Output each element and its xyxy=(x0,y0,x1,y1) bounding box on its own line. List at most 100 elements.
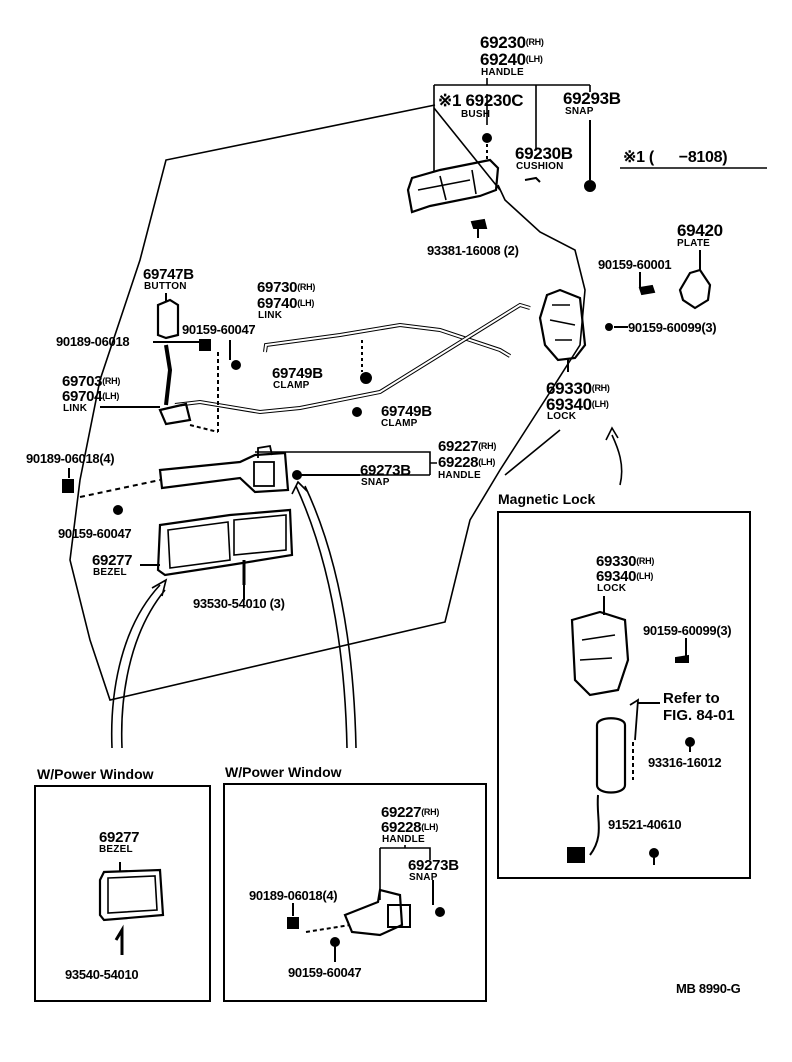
inner-handle-shape xyxy=(158,451,290,494)
side-suffix: (LH) xyxy=(102,391,120,401)
side-suffix: (RH) xyxy=(478,441,497,451)
plate-shape xyxy=(678,268,712,310)
side-suffix: (LH) xyxy=(297,298,315,308)
label-clip-button: 90189-06018 xyxy=(56,334,130,349)
label-screw-lock: 90159-60099(3) xyxy=(628,320,717,335)
power-window-box-1 xyxy=(34,785,211,1002)
name-link-lower: LINK xyxy=(63,403,88,414)
magnetic-lock-box xyxy=(497,511,751,879)
part-number: 69340 xyxy=(546,395,592,414)
label-screw-bezel: 93530-54010 (3) xyxy=(193,596,285,611)
name-clamp-2: CLAMP xyxy=(381,418,418,429)
name-clamp-1: CLAMP xyxy=(273,380,310,391)
side-suffix: (LH) xyxy=(421,822,439,832)
part-number: 69230 xyxy=(480,33,526,52)
handle-bracket xyxy=(433,78,591,172)
arrow-bezel xyxy=(110,578,168,749)
outer-handle-shape xyxy=(406,158,500,214)
power-window-title-2: W/Power Window xyxy=(225,764,342,780)
diagram-code: MB 8990-G xyxy=(676,981,741,996)
label-link-lower-rh: 69703(RH) xyxy=(62,374,120,389)
label-pw2-screw: 90159-60047 xyxy=(288,965,362,980)
label-inner-handle-rh: 69227(RH) xyxy=(438,439,496,454)
label-clamp-2: 69749B xyxy=(381,403,432,420)
name-pw2-handle: HANDLE xyxy=(382,834,425,845)
power-window-box-2 xyxy=(223,783,487,1002)
side-suffix: (RH) xyxy=(591,383,610,393)
label-mag-lock-rh: 69330(RH) xyxy=(596,554,654,569)
name-snap-inner: SNAP xyxy=(361,477,390,488)
note-applicability: ※1 ( −8108) xyxy=(623,149,728,166)
label-clamp-1: 69749B xyxy=(272,365,323,382)
side-suffix: (RH) xyxy=(525,37,544,47)
part-number: 69703 xyxy=(62,373,103,390)
magnetic-lock-title: Magnetic Lock xyxy=(498,491,596,507)
name-snap-top: SNAP xyxy=(565,106,594,117)
name-link-upper: LINK xyxy=(258,310,283,321)
name-mag-lock: LOCK xyxy=(597,583,627,594)
side-suffix: (LH) xyxy=(636,571,654,581)
name-inner-handle: HANDLE xyxy=(438,470,481,481)
name-bezel: BEZEL xyxy=(93,567,127,578)
label-mag-screw-3: 91521-40610 xyxy=(608,817,682,832)
name-pw1-bezel: BEZEL xyxy=(99,844,133,855)
part-number: 69227 xyxy=(381,804,422,821)
arrow-handle xyxy=(291,480,357,749)
label-link-lower-lh: 69704(LH) xyxy=(62,389,119,404)
lock-shape xyxy=(538,288,587,362)
label-snap-inner: 69273B xyxy=(360,462,411,479)
label-outer-handle-lh: 69240(LH) xyxy=(480,51,543,68)
label-pw2-handle-rh: 69227(RH) xyxy=(381,805,439,820)
refer-line-2: FIG. 84-01 xyxy=(663,707,735,724)
label-link-upper-rh: 69730(RH) xyxy=(257,280,315,295)
label-mag-lock-lh: 69340(LH) xyxy=(596,569,653,584)
part-number: 69240 xyxy=(480,50,526,69)
label-snap-top: 69293B xyxy=(563,89,621,108)
label-screw-button: 90159-60047 xyxy=(182,322,256,337)
part-number: 69330 xyxy=(546,379,592,398)
part-number: 69730 xyxy=(257,279,298,296)
label-pw2-clip: 90189-06018(4) xyxy=(249,888,338,903)
side-suffix: (LH) xyxy=(591,399,609,409)
label-plate: 69420 xyxy=(677,221,723,240)
door-outline xyxy=(69,104,586,701)
label-link-upper-lh: 69740(LH) xyxy=(257,296,314,311)
name-pw2-snap: SNAP xyxy=(409,872,438,883)
bezel-shape xyxy=(156,508,294,577)
label-pw2-handle-lh: 69228(LH) xyxy=(381,820,438,835)
label-bush: ※1 69230C xyxy=(438,91,524,110)
part-number: 69228 xyxy=(438,454,479,471)
label-lock-rh: 69330(RH) xyxy=(546,380,610,397)
label-clip-handle: 90189-06018(4) xyxy=(26,451,115,466)
name-plate: PLATE xyxy=(677,238,711,249)
side-suffix: (LH) xyxy=(478,457,496,467)
part-number: 69740 xyxy=(257,295,298,312)
note-mark: ※1 xyxy=(623,149,645,166)
name-cushion: CUSHION xyxy=(516,161,564,172)
label-bezel: 69277 xyxy=(92,552,133,569)
name-bush: BUSH xyxy=(461,109,491,120)
label-pw1-screw: 93540-54010 xyxy=(65,967,139,982)
side-suffix: (LH) xyxy=(525,54,543,64)
button-shape xyxy=(156,298,180,340)
side-suffix: (RH) xyxy=(636,556,655,566)
part-number: 69330 xyxy=(596,553,637,570)
name-outer-handle: HANDLE xyxy=(481,67,524,78)
label-mag-screw: 90159-60099(3) xyxy=(643,623,732,638)
refer-line-1: Refer to xyxy=(663,690,720,707)
label-screw-handle: 93381-16008 (2) xyxy=(427,243,519,258)
side-suffix: (RH) xyxy=(297,282,316,292)
note-range: ( −8108) xyxy=(648,149,728,166)
side-suffix: (RH) xyxy=(421,807,440,817)
label-screw-inner: 90159-60047 xyxy=(58,526,132,541)
part-number: 69228 xyxy=(381,819,422,836)
label-outer-handle-rh: 69230(RH) xyxy=(480,34,544,51)
label-inner-handle-lh: 69228(LH) xyxy=(438,455,495,470)
label-mag-screw-2: 93316-16012 xyxy=(648,755,722,770)
name-button: BUTTON xyxy=(144,281,187,292)
label-pw1-bezel: 69277 xyxy=(99,829,140,846)
power-window-title-1: W/Power Window xyxy=(37,766,154,782)
part-number: 69227 xyxy=(438,438,479,455)
label-button: 69747B xyxy=(143,266,194,283)
